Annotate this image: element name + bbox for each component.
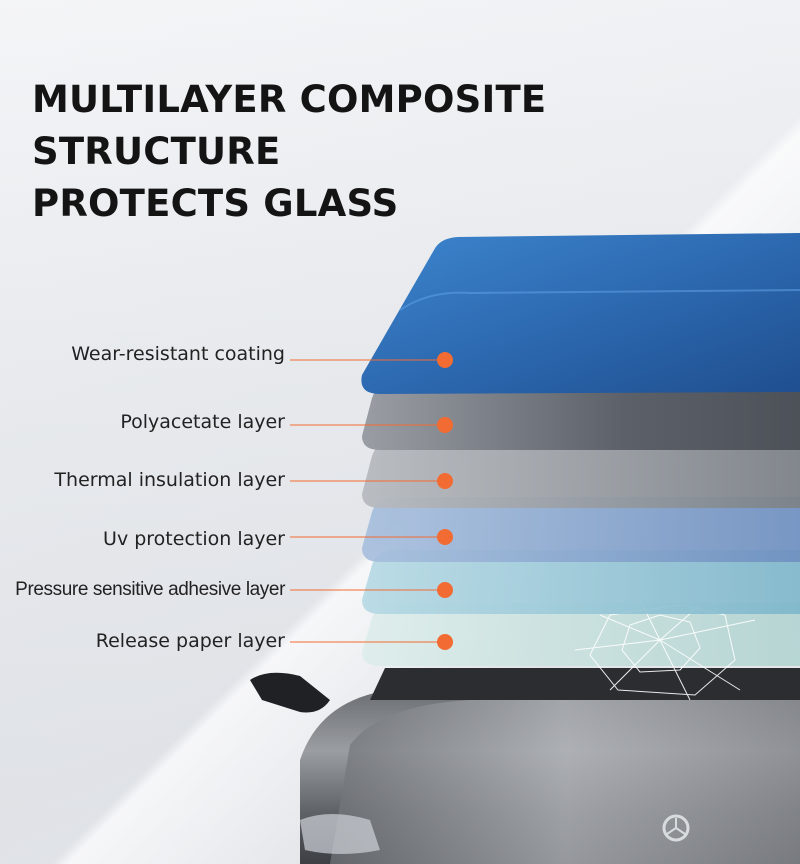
layer-uv-protection: [362, 497, 800, 562]
marker-dot-icon: [437, 473, 453, 489]
callout-lines: [290, 359, 445, 643]
marker-dot-icon: [437, 634, 453, 650]
layer-thermal-insulation: [362, 441, 800, 508]
layer-release-paper: [362, 603, 800, 666]
side-mirror-icon: [250, 672, 330, 713]
label-wear-resistant-coating: Wear-resistant coating: [71, 343, 285, 365]
label-release-paper-layer: Release paper layer: [95, 630, 285, 652]
car-illustration: [250, 668, 800, 864]
marker-dot-icon: [437, 529, 453, 545]
page-title: MULTILAYER COMPOSITE STRUCTURE PROTECTS …: [32, 74, 772, 230]
title-line-1: MULTILAYER COMPOSITE STRUCTURE: [32, 78, 547, 173]
label-uv-protection-layer: Uv protection layer: [103, 528, 285, 550]
marker-dot-icon: [437, 582, 453, 598]
layer-polyacetate: [362, 383, 800, 450]
marker-dot-icon: [437, 352, 453, 368]
label-pressure-sensitive-adhesive-layer: Pressure sensitive adhesive layer: [15, 579, 285, 600]
title-line-2: PROTECTS GLASS: [32, 182, 399, 225]
car-emblem-icon: [662, 814, 690, 842]
marker-dot-icon: [437, 417, 453, 433]
label-thermal-insulation-layer: Thermal insulation layer: [54, 469, 285, 491]
layer-wear-resistant-coating: [361, 233, 800, 394]
label-polyacetate-layer: Polyacetate layer: [120, 411, 285, 433]
layer-pressure-sensitive-adhesive: [362, 550, 800, 614]
callout-markers: [437, 352, 453, 650]
